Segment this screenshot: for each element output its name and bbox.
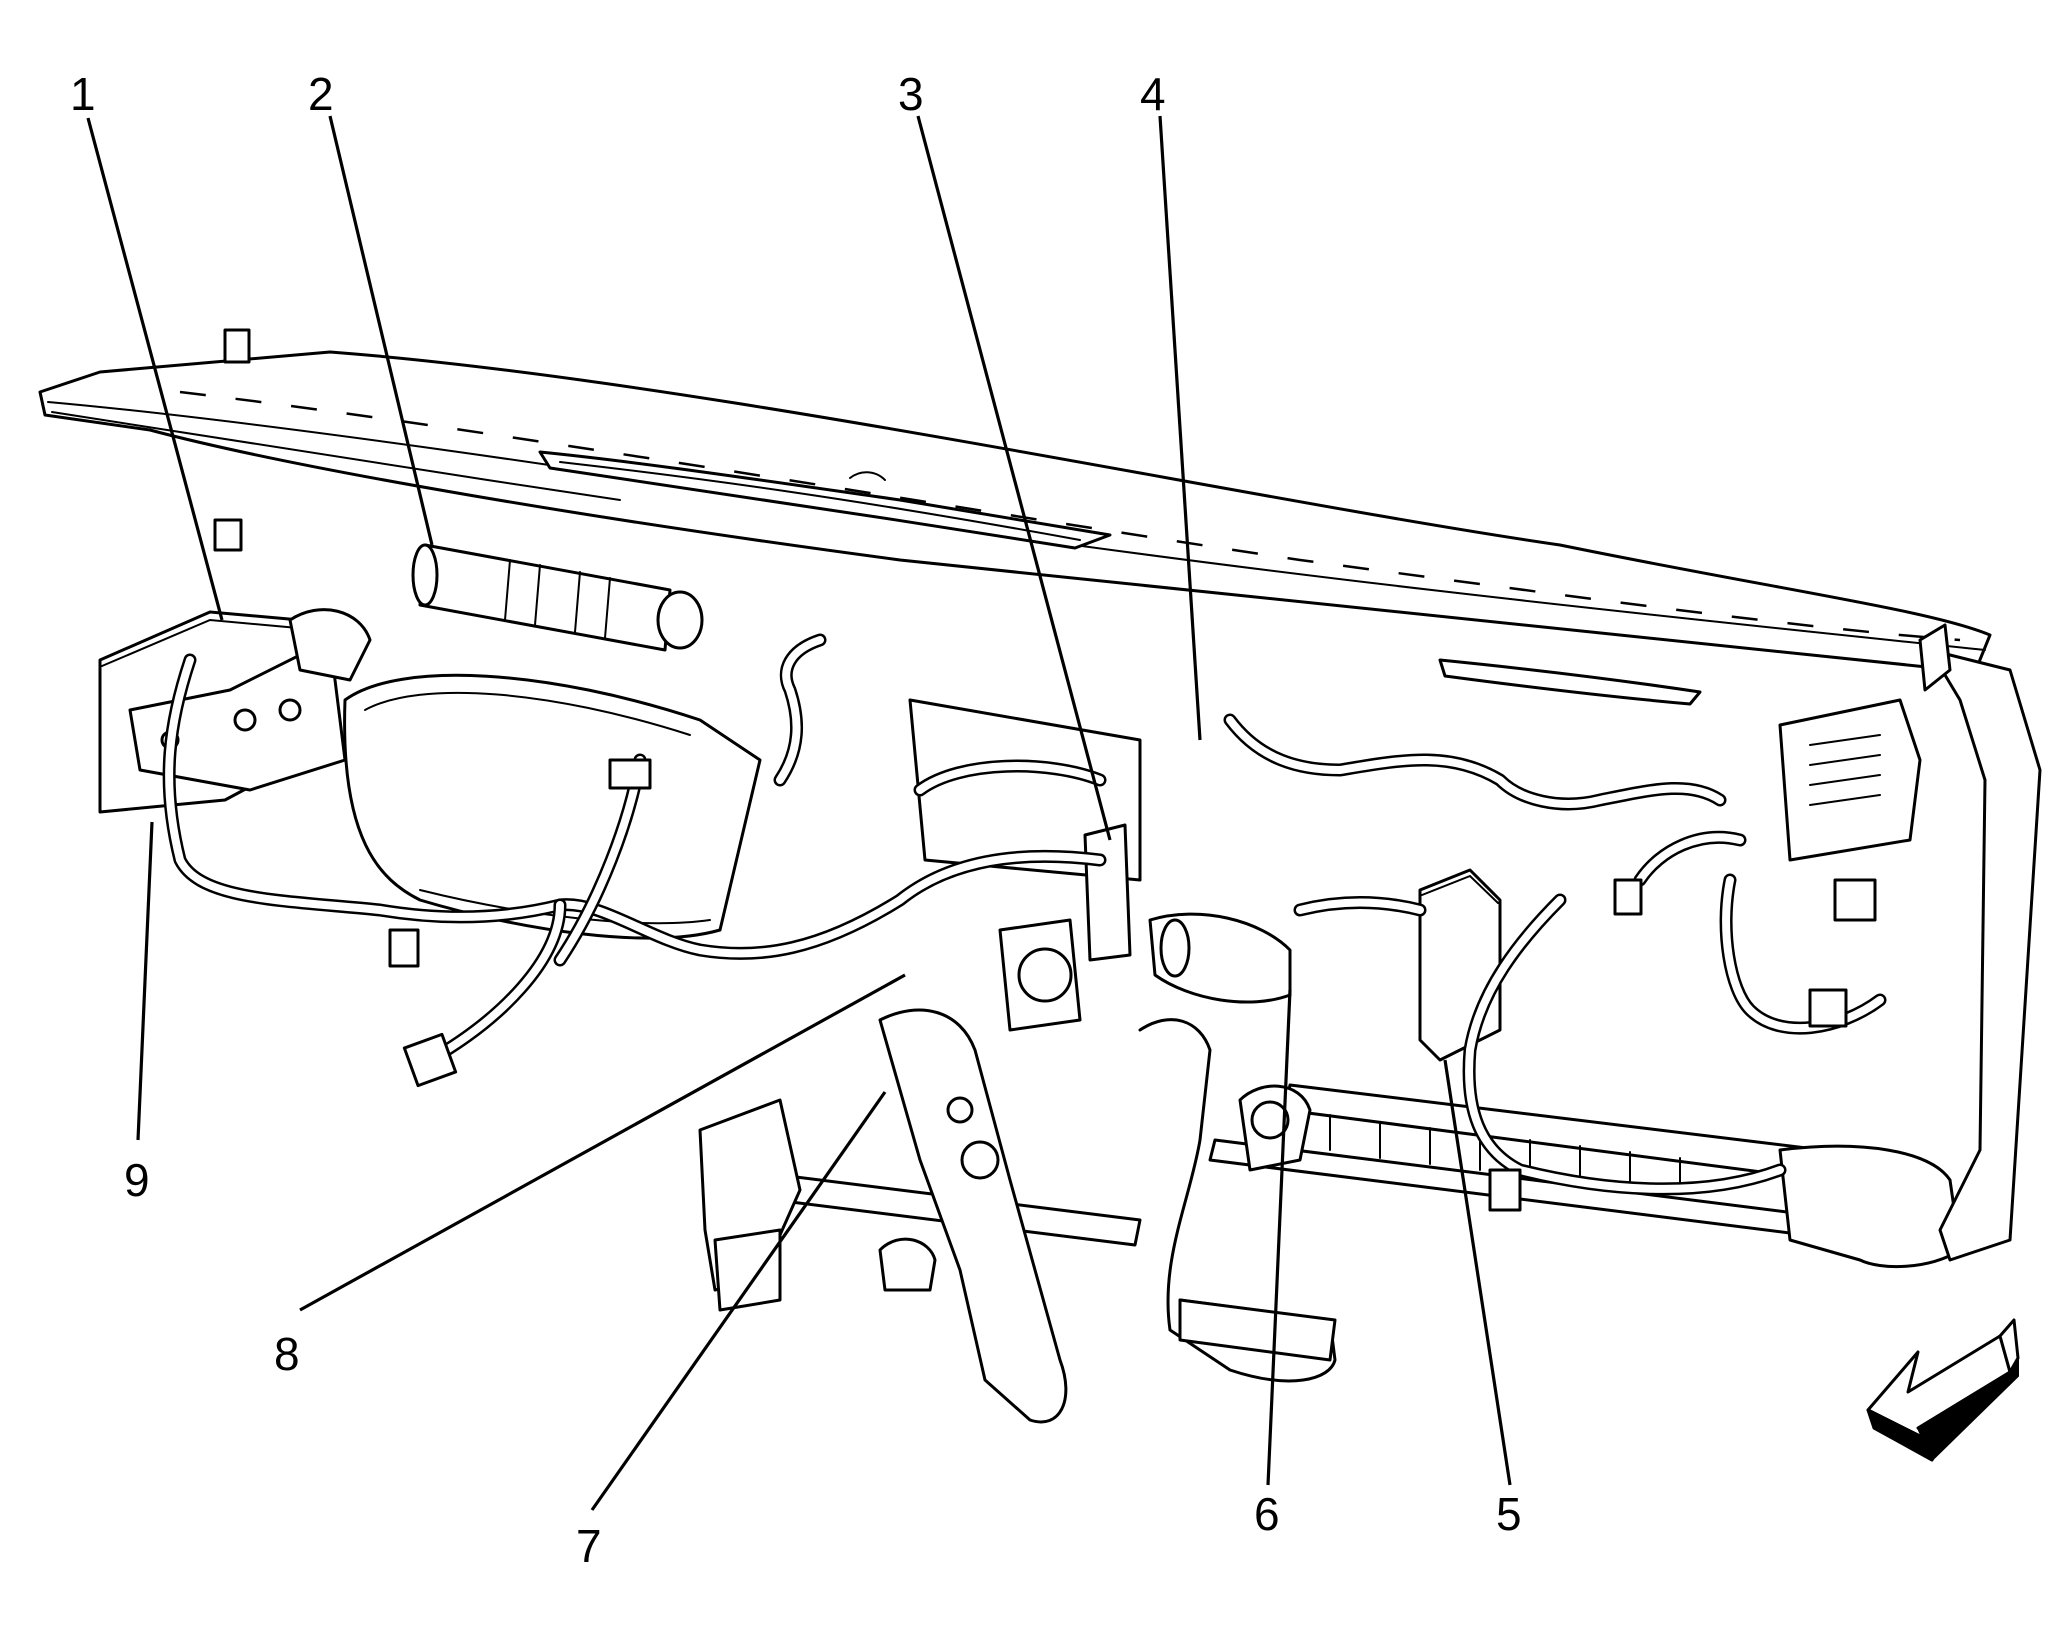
callout-9: 9: [124, 1154, 150, 1206]
leader-line-9: [136, 821, 154, 1141]
leader-line-8: [299, 973, 906, 1312]
callout-7: 7: [576, 1520, 602, 1572]
knee-airbag-cylinder: [411, 543, 704, 652]
steering-column-support: [908, 698, 1292, 1032]
body-control-module: [1418, 868, 1502, 1062]
leader-line-1: [86, 117, 224, 621]
passenger-airbag-housing: [343, 673, 762, 940]
leader-line-4: [1158, 115, 1202, 741]
leader-line-6: [1266, 989, 1292, 1486]
instrument-panel-upper-trim: [38, 350, 1992, 706]
left-knee-bolster-bracket: [98, 608, 372, 814]
pedal-assembly: [698, 1008, 1337, 1424]
leader-lines: [86, 115, 1512, 1511]
leader-line-3: [916, 115, 1112, 841]
callout-6: 6: [1254, 1488, 1280, 1540]
callout-5: 5: [1496, 1488, 1522, 1540]
right-hvac-outlet: [1778, 623, 2042, 1262]
callout-8: 8: [274, 1328, 300, 1380]
front-of-vehicle-arrow-icon: [1866, 1318, 2020, 1462]
leader-line-7: [590, 1091, 887, 1511]
callout-labels: 1 2 3 4 5 6 7 8 9: [70, 68, 1522, 1572]
leader-line-5: [1443, 1059, 1512, 1486]
leader-line-2: [328, 115, 434, 546]
callout-2: 2: [308, 68, 334, 120]
callout-4: 4: [1140, 68, 1166, 120]
callout-3: 3: [898, 68, 924, 120]
callout-1: 1: [70, 68, 96, 120]
harness-connectors: [213, 328, 1877, 1212]
